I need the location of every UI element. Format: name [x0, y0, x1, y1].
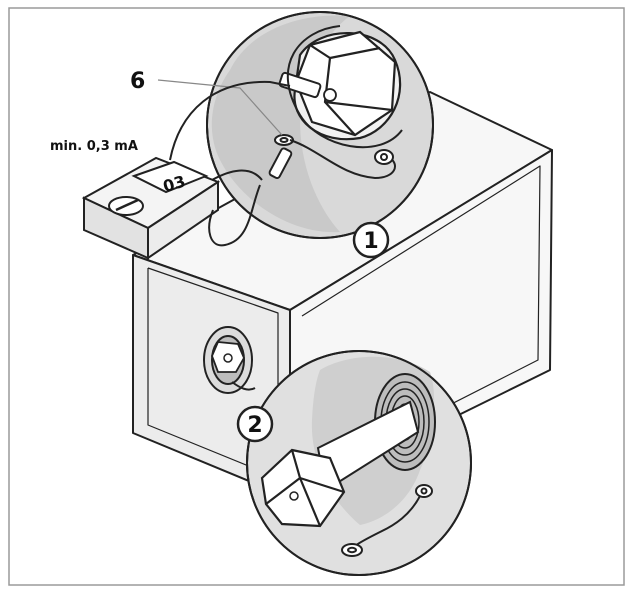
meter-lead-black — [211, 169, 263, 181]
ring-terminal-2-icon — [341, 543, 363, 557]
step-2-badge: 2 — [236, 405, 274, 443]
meter-lead-ground — [208, 184, 261, 247]
ground-wire-1 — [289, 139, 396, 180]
ground-screw-icon — [374, 149, 394, 165]
svg-text:1: 1 — [363, 229, 378, 254]
front-anode-port — [203, 326, 256, 394]
hex-nut-2-icon — [260, 448, 346, 528]
ground-wire-2 — [354, 495, 421, 547]
multimeter-icon — [81, 156, 221, 260]
meter-screen — [131, 160, 209, 194]
probe-clip-top — [278, 71, 322, 99]
ring-terminal-icon — [274, 134, 294, 146]
step-1-badge: 1 — [352, 221, 390, 259]
svg-text:2: 2 — [247, 413, 262, 438]
callout-6-leader — [157, 79, 283, 136]
hex-nut-icon — [293, 30, 402, 141]
magnifier-1 — [206, 11, 434, 239]
magnifier-2 — [246, 350, 472, 576]
callout-6-label: 6 — [130, 69, 145, 94]
probe-clip-bottom — [268, 147, 293, 180]
current-label: min. 0,3 mA — [50, 139, 138, 154]
meter-lead-red — [169, 80, 291, 161]
nut-stud — [323, 88, 337, 102]
ground-screw-2-icon — [415, 484, 433, 498]
nut-wire-loop — [286, 25, 403, 149]
